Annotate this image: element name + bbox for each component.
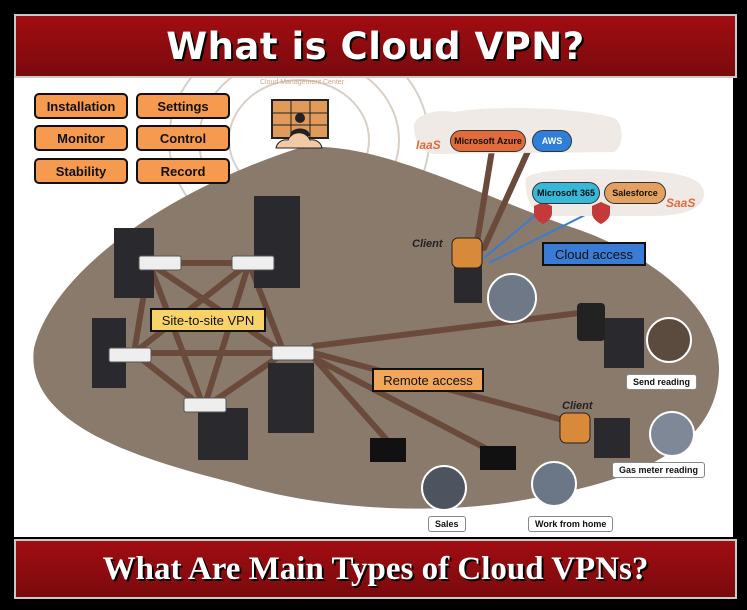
caption-sales: Sales [428, 516, 466, 532]
remote-access-label: Remote access [372, 368, 484, 392]
cloud-access-lines [483, 207, 600, 264]
feature-control: Control [136, 125, 230, 151]
service-m365: Microsoft 365 [532, 182, 600, 204]
page-title: What is Cloud VPN? [166, 24, 585, 68]
photo-insets [421, 273, 695, 511]
remote-devices [370, 303, 605, 470]
saas-tag: SaaS [666, 196, 696, 210]
service-azure: Microsoft Azure [450, 130, 526, 152]
iaas-tag: IaaS [416, 138, 441, 152]
feature-stability: Stability [34, 158, 128, 184]
client-label-top: Client [412, 238, 443, 250]
client-label-right: Client [562, 400, 593, 412]
cloud-access-label: Cloud access [542, 242, 646, 266]
caption-send-reading: Send reading [626, 374, 698, 390]
title-banner: What is Cloud VPN? [14, 14, 737, 78]
diagram-svg [33, 78, 720, 511]
feature-record: Record [136, 158, 230, 184]
office-buildings [92, 196, 644, 460]
feature-installation: Installation [34, 93, 128, 119]
subtitle-banner: What Are Main Types of Cloud VPNs? [14, 539, 737, 599]
feature-settings: Settings [136, 93, 230, 119]
diagram-scene: Installation Settings Monitor Control St… [14, 78, 733, 537]
management-center-icon [271, 99, 329, 149]
caption-gas-meter: Gas meter reading [612, 462, 706, 478]
management-center-label: Cloud Management Center [259, 79, 345, 86]
shield-icons [534, 202, 610, 224]
service-aws: AWS [532, 130, 572, 152]
site-to-site-label: Site-to-site VPN [150, 308, 266, 332]
caption-work-from-home: Work from home [528, 516, 614, 532]
client-gateways [451, 237, 591, 444]
vpn-routers [108, 255, 315, 413]
page-subtitle: What Are Main Types of Cloud VPNs? [102, 550, 649, 587]
feature-monitor: Monitor [34, 125, 128, 151]
service-salesforce: Salesforce [604, 182, 666, 204]
